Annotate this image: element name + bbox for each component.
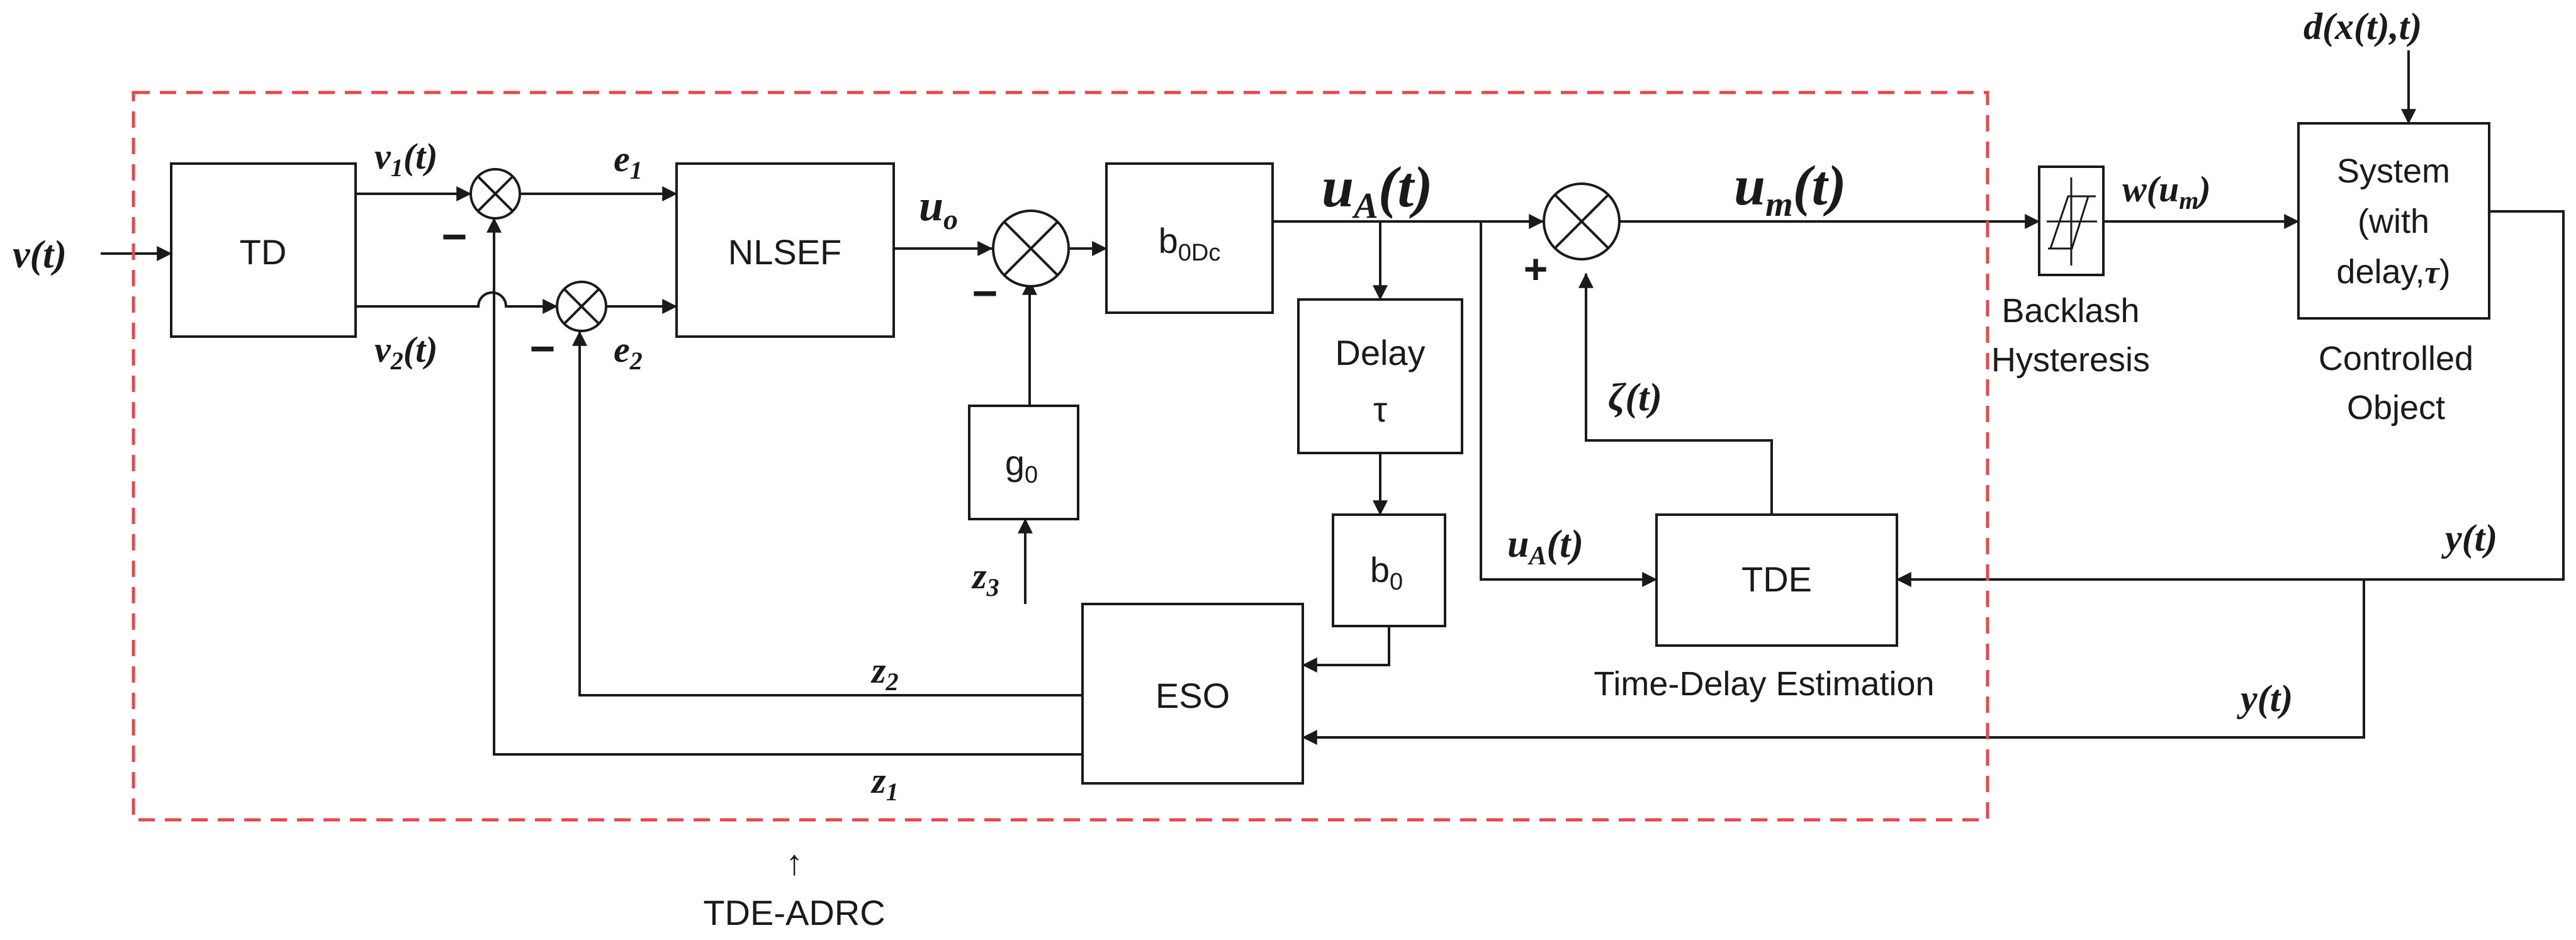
- wire-b0-to-eso: [1302, 626, 1390, 673]
- block-tde: TDE: [1655, 513, 1898, 647]
- block-delay: Delay τ: [1297, 298, 1463, 454]
- label-z2: z2: [870, 650, 899, 696]
- block-b0dc: b0Dc: [1105, 162, 1274, 314]
- block-delay-line2: τ: [1373, 389, 1387, 429]
- block-system: System (with delay,τ): [2297, 122, 2490, 320]
- block-system-line2: (with: [2358, 203, 2429, 240]
- label-zeta: ζ(t): [1608, 376, 1662, 419]
- label-uo: uo: [919, 182, 958, 235]
- label-v1: v1(t): [374, 136, 438, 182]
- summing-junction-1: [470, 168, 521, 220]
- label-um: um(t): [1734, 155, 1847, 224]
- caption-backlash-line1: Backlash: [2001, 292, 2139, 330]
- label-v-input: v(t): [13, 233, 67, 276]
- wire-y-to-eso: [1302, 579, 2365, 745]
- block-td-label: TD: [240, 232, 287, 272]
- minus-sign-sum3: −: [972, 269, 998, 318]
- minus-sign-sum2: −: [530, 324, 556, 373]
- frame-arrow-icon: ↑: [785, 842, 803, 882]
- label-z3: z3: [971, 556, 999, 601]
- block-system-line3: delay,τ): [2336, 253, 2450, 291]
- block-g0: g0: [968, 405, 1079, 520]
- caption-tde-adrc: TDE-ADRC: [703, 893, 885, 932]
- label-w: w(um): [2122, 169, 2211, 215]
- wire-eso-z2-to-sum2: [572, 330, 1083, 697]
- summing-junction-2: [556, 281, 607, 332]
- label-y-feedback: y(t): [2237, 678, 2293, 719]
- wire-ua-to-tde: [1480, 221, 1658, 587]
- wire-eso-z1-to-sum1: [487, 217, 1083, 756]
- minus-sign-sum1: −: [442, 212, 468, 261]
- label-e1: e1: [614, 138, 643, 184]
- block-eso-label: ESO: [1156, 676, 1230, 715]
- block-nlsef-label: NLSEF: [728, 232, 842, 272]
- block-eso: ESO: [1081, 603, 1304, 785]
- block-b0: b0: [1332, 513, 1446, 627]
- hysteresis-icon: [2047, 177, 2097, 266]
- label-z1: z1: [870, 760, 899, 806]
- plus-sign-sum4: +: [1524, 245, 1548, 292]
- block-delay-line1: Delay: [1335, 333, 1425, 372]
- signal-wires: [101, 50, 2565, 756]
- block-nlsef: NLSEF: [675, 162, 895, 338]
- block-system-line1: System: [2337, 152, 2450, 190]
- label-e2: e2: [614, 329, 643, 375]
- caption-controlled-line1: Controlled: [2319, 340, 2473, 378]
- block-b0-label: b0: [1370, 550, 1403, 595]
- tde-adrc-frame: [132, 91, 1989, 822]
- block-td: TD: [170, 162, 357, 338]
- label-ua: uA(t): [1322, 155, 1433, 226]
- caption-time-delay-estimation: Time-Delay Estimation: [1594, 665, 1934, 703]
- wire-tde-to-sum4: [1578, 272, 1773, 515]
- block-b0dc-label: b0Dc: [1159, 221, 1221, 266]
- wire-td-to-sum2-with-hop: [356, 291, 558, 314]
- wire-system-output-y: [1896, 210, 2565, 587]
- label-disturbance: d(x(t),t): [2303, 6, 2422, 47]
- block-g0-label: g0: [1005, 443, 1038, 488]
- caption-backlash-line2: Hysteresis: [1991, 341, 2150, 379]
- label-y-output: y(t): [2441, 517, 2497, 559]
- label-ua-tde: uA(t): [1507, 523, 1583, 571]
- caption-controlled-line2: Object: [2347, 389, 2445, 427]
- block-backlash-hysteresis: [2038, 165, 2105, 276]
- summing-junction-4: [1543, 182, 1621, 260]
- summing-junction-3: [992, 210, 1070, 288]
- block-tde-label: TDE: [1741, 559, 1812, 599]
- label-v2: v2(t): [374, 329, 438, 375]
